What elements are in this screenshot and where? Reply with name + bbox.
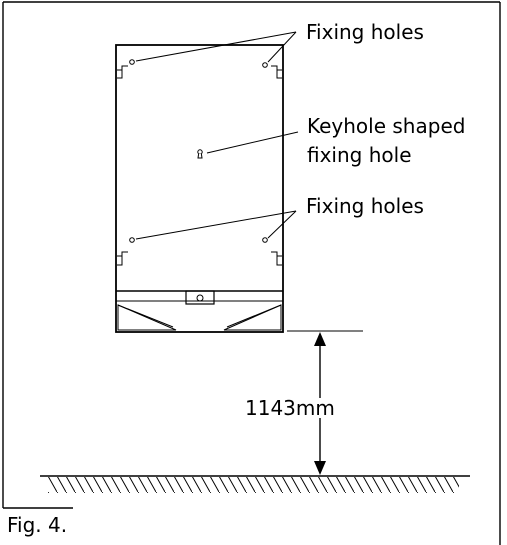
fixing-hole-top-right xyxy=(262,62,268,68)
height-dimension-label: 1143mm xyxy=(243,396,337,420)
fixing-holes-top-label: Fixing holes xyxy=(306,20,424,44)
keyhole-fixing-hole xyxy=(197,149,203,159)
floor-line xyxy=(40,475,470,493)
keyhole-label-line1: Keyhole shaped xyxy=(307,114,466,138)
fixing-hole-bottom-left xyxy=(129,237,135,243)
mounting-brackets xyxy=(117,65,282,266)
keyhole-label-line2: fixing hole xyxy=(307,143,412,167)
unit-outline xyxy=(115,44,284,333)
leader-lines xyxy=(135,31,299,240)
fixing-hole-bottom-right xyxy=(262,237,268,243)
fixing-holes-bottom-label: Fixing holes xyxy=(306,194,424,218)
fixing-holes xyxy=(129,59,268,243)
figure-caption: Fig. 4. xyxy=(7,513,68,537)
fixing-hole-top-left xyxy=(129,59,135,65)
